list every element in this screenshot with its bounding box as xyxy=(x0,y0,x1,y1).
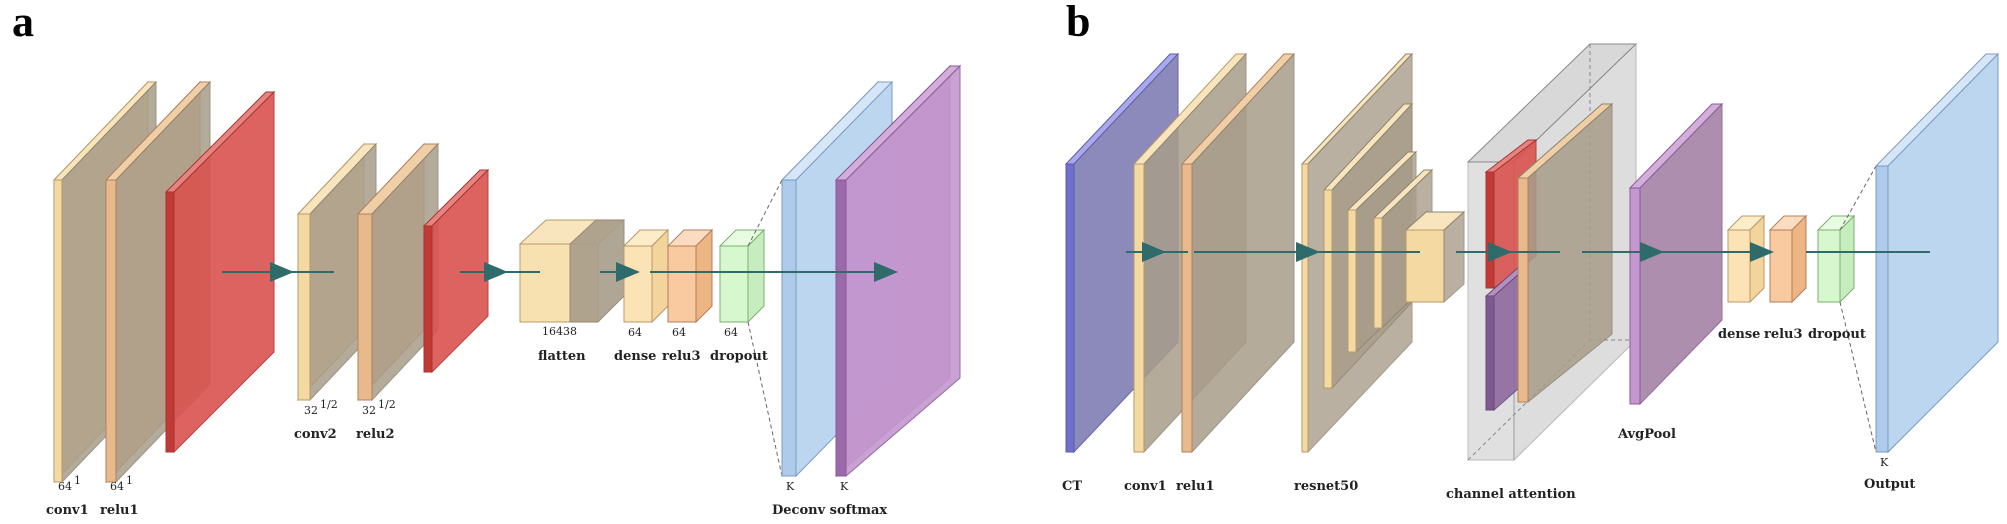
b-dense-layer xyxy=(1726,214,1766,304)
b-output-label: Output xyxy=(1864,477,1915,492)
b-dropout-label: dropout xyxy=(1808,327,1866,342)
a-dropout-layer xyxy=(718,228,766,324)
a-deconv-k: K xyxy=(786,480,795,493)
a-dense-label: dense xyxy=(614,349,656,364)
b-resnet50-label: resnet50 xyxy=(1294,479,1358,494)
a-dropout-units: 64 xyxy=(724,326,738,339)
a-flatten-label: flatten xyxy=(538,349,586,364)
b-dense-label: dense xyxy=(1718,327,1760,342)
b-dropout-layer xyxy=(1816,214,1856,304)
a-dropout-label: dropout xyxy=(710,349,768,364)
a-relu2-scale: 1/2 xyxy=(378,398,396,411)
b-resnet50-block xyxy=(1300,52,1466,454)
b-conv1-label: conv1 xyxy=(1124,479,1167,494)
a-relu2-label: relu2 xyxy=(356,427,395,442)
a-dense-layer xyxy=(622,228,670,324)
a-relu2-layer xyxy=(356,142,440,402)
a-flatten-layer xyxy=(518,219,626,323)
a-conv2-scale: 1/2 xyxy=(320,398,338,411)
a-relu3-layer xyxy=(666,228,714,324)
a-relu2-channels: 32 xyxy=(362,404,376,417)
a-conv2-channels: 32 xyxy=(304,404,318,417)
a-relu3-units: 64 xyxy=(672,326,686,339)
b-avgpool-label: AvgPool xyxy=(1617,427,1676,442)
a-relu3-label: relu3 xyxy=(662,349,701,364)
a-deconv-softmax-label: Deconv softmax xyxy=(772,503,887,518)
b-output-layer xyxy=(1839,52,2000,454)
a-conv1-channels: 64 xyxy=(58,480,72,493)
a-relu1-label: relu1 xyxy=(100,503,139,518)
panel-a-letter: a xyxy=(12,0,34,46)
b-output-k: K xyxy=(1880,456,1889,469)
b-ct-label: CT xyxy=(1062,479,1082,494)
a-relu1-scale: 1 xyxy=(126,474,133,487)
a-conv1-scale: 1 xyxy=(74,474,81,487)
b-relu3-label: relu3 xyxy=(1764,327,1803,342)
a-conv1-label: conv1 xyxy=(46,503,89,518)
panel-b-letter: b xyxy=(1066,0,1090,46)
a-softmax-k: K xyxy=(840,480,849,493)
a-flatten-size: 16438 xyxy=(542,325,577,338)
b-avgpool-layer xyxy=(1628,102,1724,406)
b-relu1-label: relu1 xyxy=(1176,479,1215,494)
a-conv2-label: conv2 xyxy=(294,427,337,442)
b-channel-attention-block xyxy=(1466,42,1638,462)
a-dense-units: 64 xyxy=(628,326,642,339)
a-relu1-channels: 64 xyxy=(110,480,124,493)
b-channel-attention-label: channel attention xyxy=(1446,487,1576,502)
b-relu3-layer xyxy=(1768,214,1808,304)
